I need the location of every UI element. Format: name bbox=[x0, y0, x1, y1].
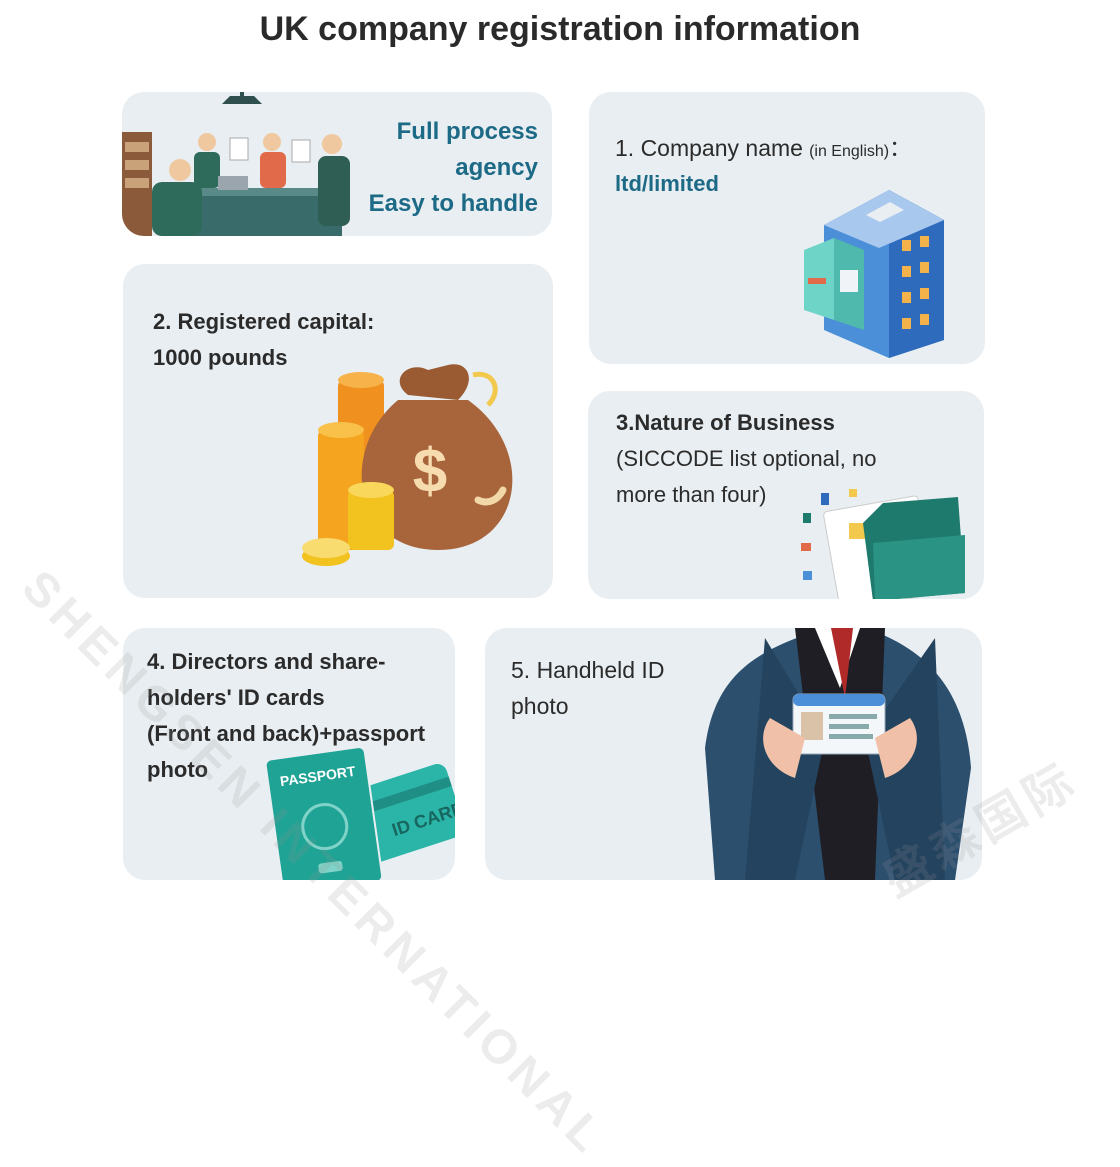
office-scene-illustration bbox=[122, 92, 350, 236]
dollar-sign-icon: $ bbox=[413, 437, 447, 506]
directors-id-card: 4. Directors and share- holders' ID card… bbox=[123, 628, 455, 880]
office-building-icon bbox=[804, 190, 944, 358]
company-name-label: 1. Company name (in English)： bbox=[615, 130, 911, 170]
nature-line-2: (SICCODE list optional, no bbox=[616, 446, 877, 471]
person-holding-id-illustration bbox=[705, 628, 971, 880]
registered-capital-card: 2. Registered capital: 1000 pounds $ bbox=[123, 264, 553, 598]
directors-line-2: holders' ID cards bbox=[147, 685, 325, 710]
nature-label: 3.Nature of Business bbox=[616, 410, 835, 435]
directors-line-3: (Front and back)+passport bbox=[147, 721, 426, 746]
company-name-label-paren: (in English) bbox=[809, 143, 890, 160]
directors-line-1: 4. Directors and share- bbox=[147, 649, 386, 674]
passport-id-card-illustration: ID CARD PASSPORT bbox=[264, 746, 455, 880]
agency-card: Full process agency Easy to handle bbox=[122, 92, 552, 236]
capital-value: 1000 pounds bbox=[153, 345, 288, 370]
company-name-value: ltd/limited bbox=[615, 171, 719, 196]
company-name-card: 1. Company name (in English)： ltd/limite… bbox=[589, 92, 985, 364]
handheld-line-2: photo bbox=[511, 693, 569, 719]
handheld-line-1: 5. Handheld ID bbox=[511, 657, 665, 683]
capital-label: 2. Registered capital: bbox=[153, 309, 375, 334]
directors-line-4: photo bbox=[147, 757, 209, 782]
nature-of-business-card: 3.Nature of Business (SICCODE list optio… bbox=[588, 391, 984, 599]
handheld-id-card: 5. Handheld ID photo bbox=[485, 628, 982, 880]
company-name-label-main: 1. Company name bbox=[615, 135, 803, 161]
agency-line-1: Full process bbox=[396, 118, 538, 145]
agency-line-2: agency bbox=[455, 154, 538, 181]
page-title: UK company registration information bbox=[259, 10, 861, 48]
agency-line-3: Easy to handle bbox=[368, 190, 538, 217]
business-folder-illustration bbox=[801, 489, 965, 599]
company-name-label-colon: ： bbox=[889, 136, 912, 161]
money-bag-coins-illustration: $ bbox=[302, 364, 513, 566]
nature-line-3: more than four) bbox=[616, 482, 767, 507]
